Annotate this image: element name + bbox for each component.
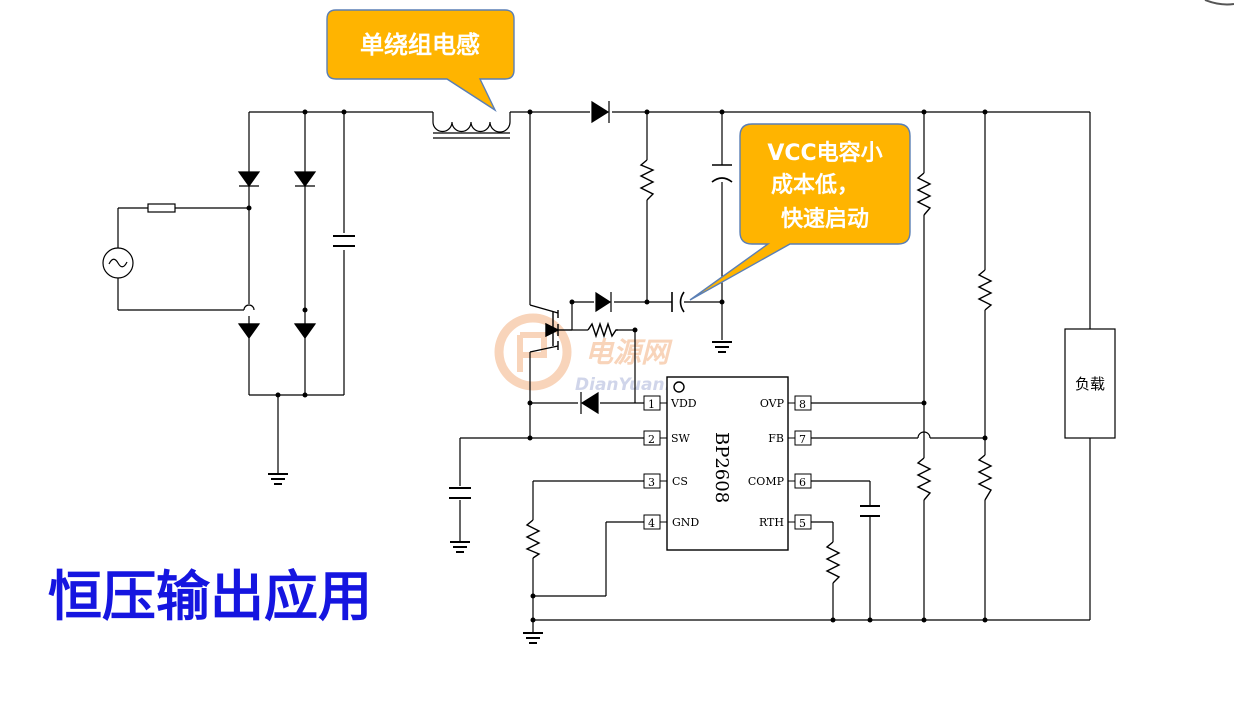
pin-7: 7 FB <box>768 430 812 446</box>
callout-vcc: VCC电容小 成本低， 快速启动 <box>689 123 911 301</box>
pin-4: 4 GND <box>643 514 699 530</box>
svg-text:1: 1 <box>648 398 655 411</box>
chip-bp2608: BP2608 1 VDD 2 SW 3 CS 4 GND <box>643 376 812 551</box>
pin-6: 6 COMP <box>748 473 812 489</box>
resistor-fb-bottom <box>977 454 993 501</box>
callout-vcc-line3: 快速启动 <box>781 206 869 232</box>
sw-capacitor <box>449 487 471 499</box>
mosfet <box>529 304 572 353</box>
ground-symbols <box>268 341 732 644</box>
svg-text:CS: CS <box>672 475 688 488</box>
svg-text:4: 4 <box>648 517 655 530</box>
resistor-r1 <box>639 159 655 201</box>
resistor-r-mid <box>587 321 618 339</box>
bulk-capacitor <box>333 235 355 247</box>
svg-text:GND: GND <box>672 516 699 529</box>
vdd-diode <box>580 391 599 415</box>
electrolytic-capacitor <box>711 164 733 183</box>
wires <box>117 111 1091 633</box>
svg-text:RTH: RTH <box>759 516 784 529</box>
inductor <box>432 112 511 139</box>
pin-8: 8 OVP <box>760 395 812 411</box>
callout-vcc-line1: VCC电容小 <box>767 140 882 166</box>
resistor-fb-top <box>977 269 993 311</box>
svg-text:VDD: VDD <box>670 397 697 410</box>
vcc-capacitor <box>671 291 685 313</box>
svg-text:5: 5 <box>799 517 806 530</box>
svg-text:COMP: COMP <box>748 475 785 488</box>
chip-name: BP2608 <box>711 432 732 503</box>
junction-dots <box>246 109 988 623</box>
callout-inductor-text: 单绕组电感 <box>360 31 480 59</box>
svg-text:SW: SW <box>671 432 691 445</box>
load: 负载 <box>1064 328 1116 439</box>
svg-text:3: 3 <box>648 476 655 489</box>
wire-crossing <box>243 304 255 316</box>
watermark-cn: 电源网 <box>585 336 673 369</box>
application-title: 恒压输出应用 <box>48 565 372 628</box>
middle-diode <box>595 291 612 313</box>
output-diode <box>591 100 610 124</box>
callout-inductor: 单绕组电感 <box>326 9 515 112</box>
pin-5: 5 RTH <box>759 514 812 530</box>
load-label: 负载 <box>1075 375 1105 393</box>
callout-vcc-line2: 成本低， <box>771 173 859 198</box>
pin-3: 3 CS <box>643 473 688 489</box>
svg-text:OVP: OVP <box>760 397 785 410</box>
resistor-ovp-bottom <box>916 457 932 501</box>
svg-text:6: 6 <box>799 476 806 489</box>
corner-decoration <box>1204 0 1234 6</box>
bridge-diodes <box>237 171 317 340</box>
comp-capacitor <box>860 505 880 517</box>
svg-text:2: 2 <box>648 433 655 446</box>
resistor-rth <box>825 541 841 584</box>
resistor-ovp-top <box>916 172 932 216</box>
svg-text:7: 7 <box>799 433 806 446</box>
svg-text:8: 8 <box>799 398 806 411</box>
fuse <box>147 203 176 213</box>
pin-1: 1 VDD <box>643 395 697 411</box>
ac-source <box>102 247 134 279</box>
svg-text:FB: FB <box>768 432 784 445</box>
pin-2: 2 SW <box>643 430 691 446</box>
resistors <box>525 159 993 584</box>
resistor-cs <box>525 519 541 559</box>
